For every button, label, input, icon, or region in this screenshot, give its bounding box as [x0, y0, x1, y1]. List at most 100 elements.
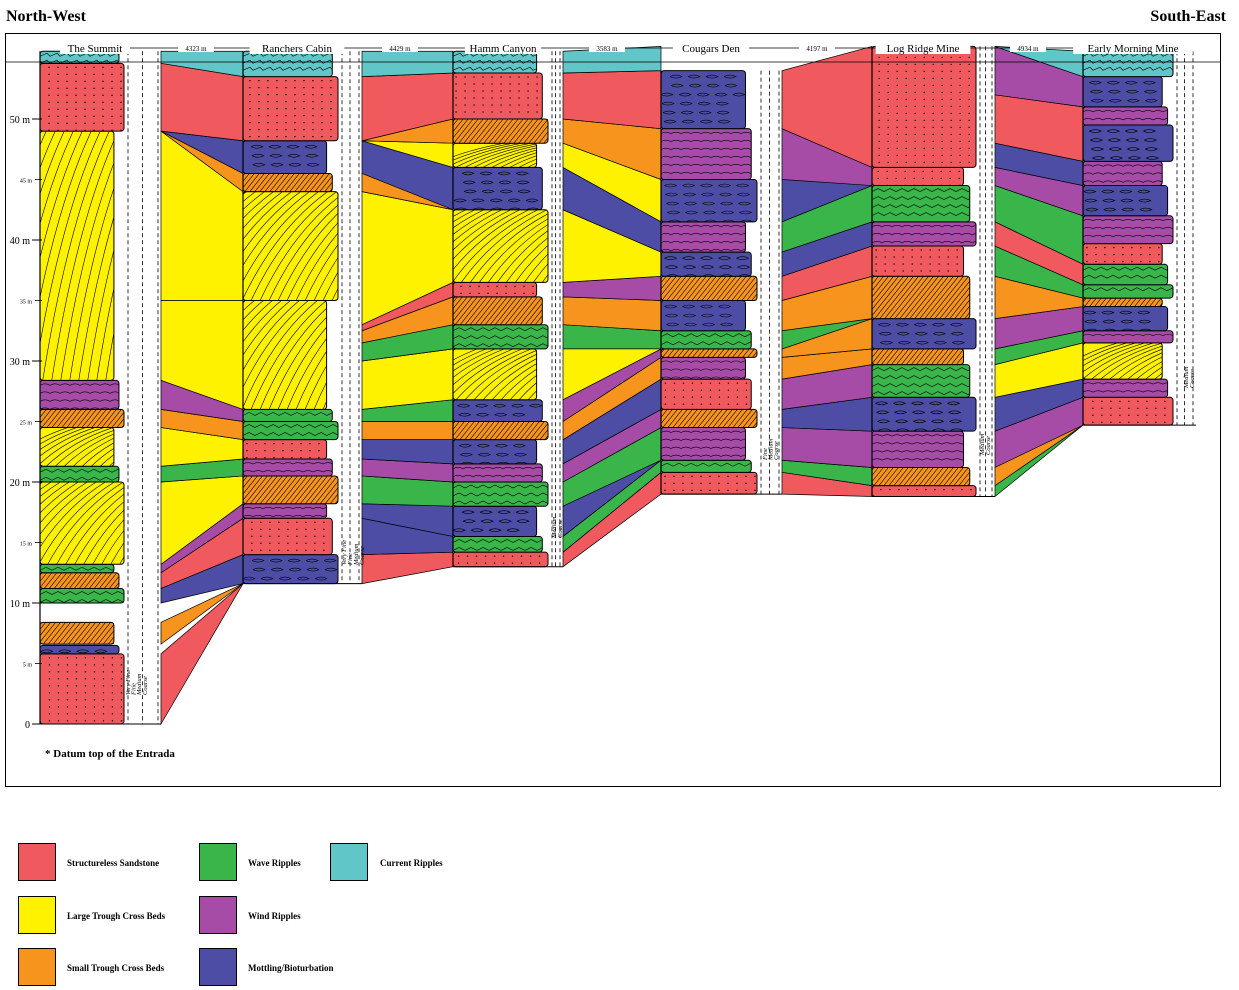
grain-scale-lines — [760, 70, 780, 495]
axis-label-30m: 30 m — [10, 357, 31, 368]
grain-size-label: Fine — [347, 553, 354, 566]
bed-small_trough — [242, 475, 339, 505]
grain-scale-lines — [979, 46, 993, 497]
bed-wave — [871, 185, 971, 223]
axis-label-20m: 20 m — [10, 478, 31, 489]
texture-structureless — [455, 76, 538, 113]
bed-mottling — [1082, 306, 1169, 332]
texture-mottling — [457, 403, 543, 417]
texture-wave — [453, 484, 548, 505]
bed-mottling — [1082, 185, 1169, 217]
legend-swatch — [330, 843, 368, 881]
texture-small_trough — [243, 173, 333, 192]
bed-mottling — [660, 251, 752, 277]
column-4 — [660, 70, 782, 495]
bed-wind — [660, 356, 746, 380]
section-label-6: Early Morning Mine — [1087, 43, 1178, 55]
distance-label-5: 4934 m — [1017, 45, 1039, 53]
column-6 — [1082, 50, 1196, 426]
texture-wave — [872, 367, 970, 395]
bed-small_trough — [660, 348, 758, 358]
texture-mottling — [664, 304, 734, 327]
direction-label-northwest: North-West — [6, 8, 86, 25]
grain-size-label: Coarse — [142, 676, 149, 695]
texture-large_trough — [40, 131, 114, 381]
bed-wind — [660, 221, 746, 253]
texture-small_trough — [40, 622, 114, 645]
bed-structureless — [242, 76, 339, 142]
bed-mottling — [1082, 124, 1174, 162]
legend-label: Current Ripples — [380, 858, 443, 868]
grain-size-label: Coarse — [773, 441, 780, 460]
bed-large_trough — [452, 348, 538, 401]
texture-mottling — [878, 322, 965, 345]
grain-scale-lines — [341, 51, 360, 584]
texture-large_trough — [40, 427, 114, 467]
grain-size-label: Fine — [131, 683, 138, 696]
bed-mottling — [660, 70, 746, 130]
grain-size-label: Very Fine — [341, 540, 348, 565]
texture-mottling — [40, 649, 108, 654]
bed-small_trough — [452, 296, 543, 326]
grain-size-label: Medium — [768, 438, 775, 461]
column-1 — [39, 50, 161, 725]
grain-size-label: Fine — [762, 448, 769, 461]
bed-wind — [242, 503, 328, 519]
distance-label-3: 3583 m — [596, 45, 618, 53]
bed-wave — [452, 535, 543, 553]
texture-structureless — [1086, 246, 1160, 263]
bed-mottling — [1082, 76, 1163, 108]
texture-wave — [40, 468, 119, 481]
texture-structureless — [877, 170, 960, 186]
axis-label-50m: 50 m — [10, 115, 31, 126]
bed-large_trough — [242, 191, 339, 302]
texture-small_trough — [243, 475, 338, 504]
distance-label-1: 4323 m — [185, 45, 207, 53]
bed-wave — [39, 587, 125, 604]
texture-wind — [661, 360, 746, 379]
bed-wind — [1082, 160, 1163, 187]
grain-size-label: Medium — [136, 673, 143, 696]
texture-large_trough — [453, 143, 537, 168]
bed-small_trough — [39, 621, 115, 645]
correlation-band-structureless — [562, 70, 662, 130]
texture-current — [40, 52, 119, 64]
vertical-axis: 010 m20 m30 m40 m50 m5 m15 m25 m35 m45 m — [10, 115, 42, 731]
section-label-2: Ranchers Cabin — [262, 43, 332, 55]
bed-large_trough — [452, 209, 549, 283]
bed-large_trough — [39, 481, 125, 565]
texture-small_trough — [872, 467, 970, 486]
texture-mottling — [1089, 80, 1158, 103]
bed-mottling — [452, 166, 543, 211]
bed-wave — [1082, 284, 1174, 299]
axis-label-5m: 5 m — [23, 663, 33, 669]
bed-structureless — [452, 281, 538, 298]
correlation-band-current — [361, 50, 454, 78]
texture-mottling — [664, 256, 752, 277]
bed-small_trough — [1082, 297, 1163, 308]
bed-wave — [660, 459, 752, 473]
grain-size-label: Coarse — [359, 546, 366, 565]
bed-wave — [242, 421, 339, 441]
bed-small_trough — [39, 572, 120, 589]
correlation-band-wind — [781, 427, 873, 468]
bed-structureless — [242, 517, 333, 556]
texture-wind — [661, 131, 752, 175]
grain-size-label: Coarse — [985, 436, 992, 455]
texture-small_trough — [453, 119, 548, 144]
bed-wind — [1082, 106, 1169, 126]
bed-small_trough — [39, 408, 125, 429]
texture-wind — [1083, 110, 1168, 121]
texture-mottling — [453, 510, 530, 532]
legend-swatch — [199, 948, 237, 986]
axis-label-45m: 45 m — [20, 179, 33, 185]
grain-size-label: Coarse — [1189, 369, 1196, 388]
legend-swatch — [199, 843, 237, 881]
bed-mottling — [871, 318, 977, 350]
legend-label: Wave Ripples — [248, 858, 301, 868]
texture-wind — [1083, 164, 1163, 183]
bed-wind — [242, 458, 333, 477]
axis-label-15m: 15 m — [20, 542, 33, 548]
axis-label-35m: 35 m — [20, 300, 33, 306]
texture-small_trough — [661, 276, 757, 301]
